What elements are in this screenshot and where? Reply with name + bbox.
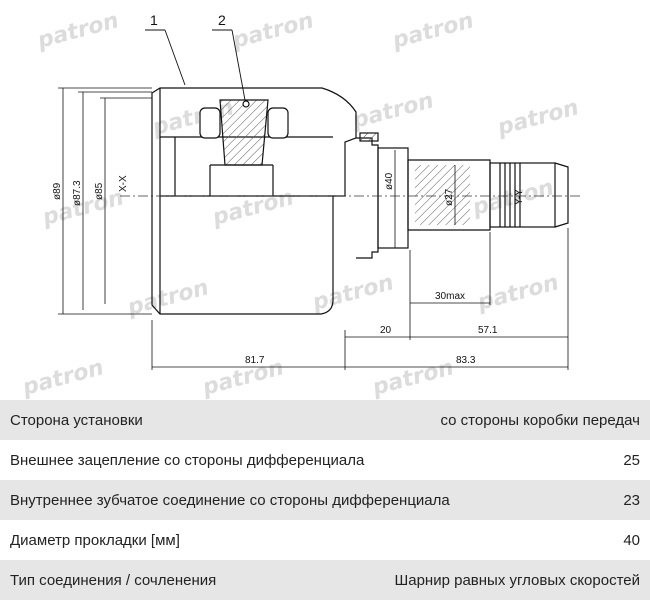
spec-label: Внутреннее зубчатое соединение со сторон… [10, 491, 450, 509]
spec-value: 25 [623, 451, 640, 469]
watermark: patron [199, 355, 286, 400]
dimension-label-30max: 30max [435, 291, 465, 302]
watermark: patron [209, 185, 296, 231]
spec-row: Тип соединения / сочленения Шарнир равны… [0, 560, 650, 600]
watermark: patron [369, 355, 456, 400]
spec-row: Внешнее зацепление со стороны дифференци… [0, 440, 650, 480]
callout-label: 1 [150, 12, 158, 28]
callout-label: 2 [218, 12, 226, 28]
dimension-label-83-3: 83.3 [456, 355, 476, 366]
watermark: patron [34, 8, 121, 54]
watermark: patron [349, 88, 436, 134]
watermark: patron [469, 175, 556, 221]
specs-table: Сторона установки со стороны коробки пер… [0, 400, 650, 600]
dimension-label-d87-3: ø87.3 [72, 180, 83, 206]
callout-leaders [145, 29, 246, 101]
dimension-label-d85: ø85 [94, 182, 105, 200]
dimension-lines [58, 87, 569, 370]
dimension-label-d27: ø27 [444, 188, 455, 206]
spec-label: Тип соединения / сочленения [10, 571, 217, 589]
dimension-label-81-7: 81.7 [245, 355, 265, 366]
watermark: patron [309, 270, 396, 316]
dimension-label-20: 20 [380, 325, 392, 336]
spec-label: Диаметр прокладки [мм] [10, 531, 180, 549]
spec-row: Диаметр прокладки [мм] 40 [0, 520, 650, 560]
spec-value: Шарнир равных угловых скоростей [394, 571, 641, 589]
spec-label: Внешнее зацепление со стороны дифференци… [10, 451, 365, 469]
dimension-label-d89: ø89 [52, 182, 63, 200]
spec-value: 40 [623, 531, 640, 549]
cv-joint-diagram: patron patron patron patron patron patro… [19, 8, 581, 401]
dimension-label-57-1: 57.1 [478, 325, 498, 336]
spec-label: Сторона установки [10, 411, 143, 429]
watermark: patron [389, 8, 476, 54]
axis-label-y: Y-Y [514, 189, 525, 205]
dimension-label-d40: ø40 [384, 172, 395, 190]
spec-row: Внутреннее зубчатое соединение со сторон… [0, 480, 650, 520]
watermark-group: patron patron patron patron patron patro… [19, 8, 581, 401]
spec-value: 23 [623, 491, 640, 509]
technical-drawing: patron patron patron patron patron patro… [19, 8, 581, 401]
watermark: patron [474, 270, 561, 316]
spec-row: Сторона установки со стороны коробки пер… [0, 400, 650, 440]
spec-value: со стороны коробки передач [440, 411, 641, 429]
watermark: patron [229, 8, 316, 54]
watermark: patron [19, 355, 106, 400]
watermark: patron [494, 95, 581, 141]
axis-label-x: X-X [118, 175, 129, 192]
